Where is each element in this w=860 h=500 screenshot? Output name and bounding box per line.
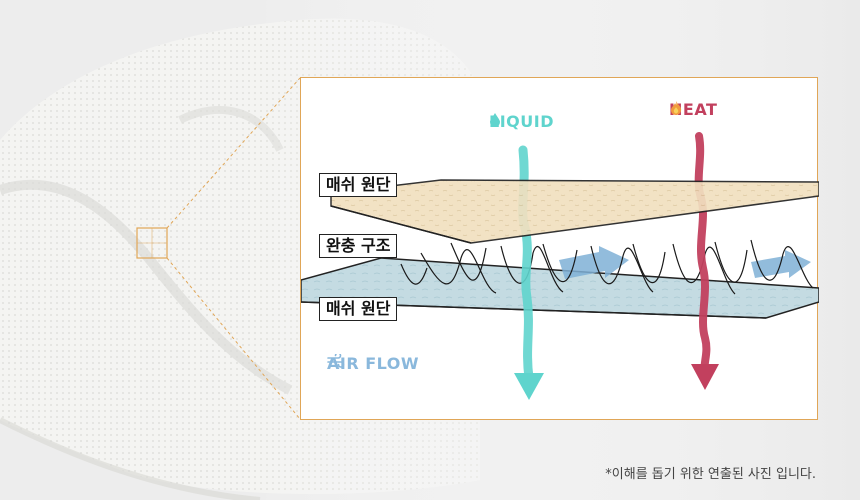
water-drop-icon — [490, 113, 500, 126]
top-mesh-layer — [330, 179, 819, 244]
label-cushion-structure: 완충 구조 — [319, 234, 398, 258]
flame-icon — [671, 101, 682, 115]
zoom-marker — [136, 227, 168, 259]
disclaimer-footnote: *이해를 돕기 위한 연출된 사진 입니다. — [605, 467, 816, 482]
diagram-inset: 매쉬 원단 완충 구조 매쉬 원단 LIQUID HEAT AIR FLOW — [300, 77, 819, 420]
label-bottom-mesh: 매쉬 원단 — [319, 297, 398, 321]
zoom-line-bottom — [166, 257, 301, 420]
liquid-label: LIQUID — [489, 112, 554, 131]
wind-icon — [327, 354, 345, 368]
air-flow-label: AIR FLOW — [327, 354, 420, 373]
heat-label: HEAT — [669, 100, 718, 119]
heat-flow-arrow — [691, 132, 719, 390]
label-top-mesh: 매쉬 원단 — [319, 173, 398, 197]
layer-diagram — [301, 132, 819, 400]
